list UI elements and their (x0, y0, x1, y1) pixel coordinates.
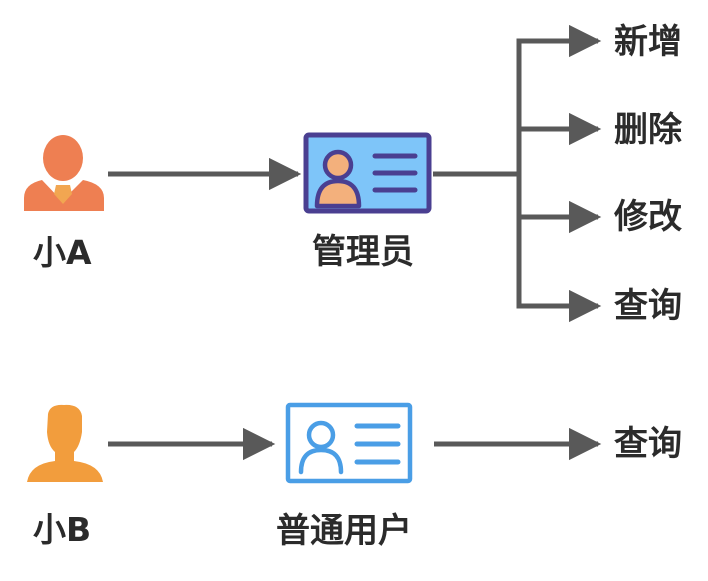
permission-query-label: 查询 (614, 286, 682, 326)
id-card-icon (303, 132, 432, 214)
permission-delete-label: 删除 (614, 110, 682, 150)
admin-role-label: 管理员 (312, 232, 414, 272)
admin-branch-connector (433, 38, 522, 309)
permission-create-label: 新增 (614, 22, 682, 62)
user-b-label: 小B (33, 510, 92, 549)
user-permission-query-label: 查询 (614, 424, 682, 464)
user-a-label: 小A (33, 233, 92, 272)
person-business-icon (24, 135, 104, 211)
person-icon (27, 404, 103, 482)
id-card-outline-icon (285, 402, 413, 484)
normal-user-role-label: 普通用户 (276, 511, 412, 551)
permission-update-label: 修改 (614, 197, 682, 237)
